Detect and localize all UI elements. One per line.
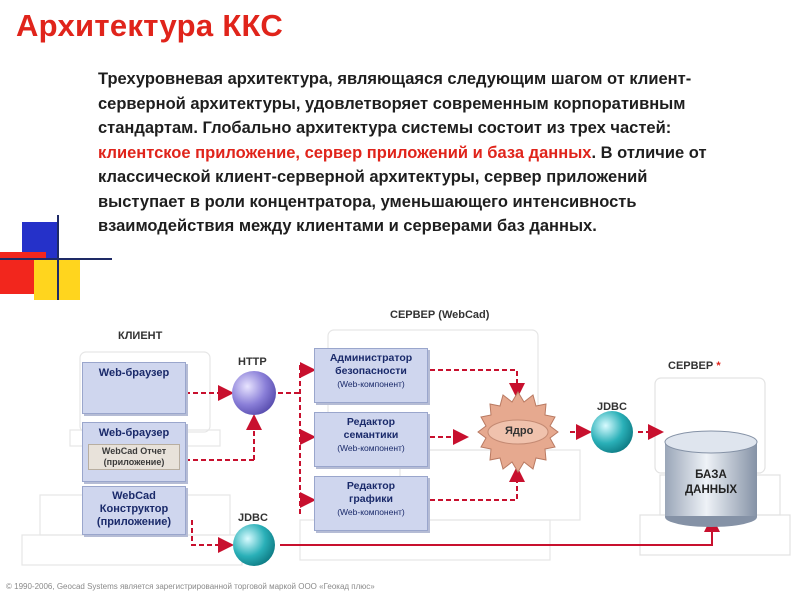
admin-line1: Администратор	[329, 352, 413, 364]
browser1-label: Web-браузер	[98, 367, 170, 379]
server-star: *	[716, 360, 721, 372]
jdbc-bottom-label: JDBC	[238, 512, 268, 524]
constructor-line1: WebCad	[112, 490, 156, 502]
arrow-graphics-core	[430, 466, 525, 501]
client-label: КЛИЕНТ	[118, 330, 163, 342]
jdbc-bottom-sphere-icon	[233, 524, 275, 566]
db-line2: ДАННЫХ	[684, 484, 738, 496]
server-label-text: СЕРВЕР	[668, 360, 714, 372]
core-gear-icon	[477, 391, 559, 473]
jdbc-right-sphere-icon	[591, 411, 633, 453]
graphics-box: Редактор графики (Web-компонент)	[314, 476, 428, 531]
server-webcad-label: СЕРВЕР (WebCad)	[390, 309, 490, 321]
arrow-jdbc-bottom-db	[280, 516, 720, 546]
page-title: Архитектура ККС	[16, 8, 284, 43]
semantic-box: Редактор семантики (Web-компонент)	[314, 412, 428, 467]
jdbc-right-label: JDBC	[597, 401, 627, 413]
arrow-admin-core	[430, 369, 525, 399]
semantic-line1: Редактор	[346, 416, 396, 428]
intro-highlight: клиентское приложение, сервер приложений…	[98, 143, 592, 162]
intro-text-2: . В отличие от классической клиент-серве…	[98, 143, 707, 236]
client-browser2-box: Web-браузер WebCad Отчет (приложение)	[82, 422, 186, 482]
core-label: Ядро	[505, 425, 534, 437]
semantic-sub: (Web-компонент)	[337, 443, 405, 453]
graphics-line2: графики	[349, 493, 393, 505]
admin-sub: (Web-компонент)	[337, 379, 405, 389]
decor-horizontal-line	[0, 258, 112, 260]
client-constructor-box: WebCad Конструктор (приложение)	[82, 486, 186, 535]
report-line1: WebCad Отчет	[101, 446, 167, 456]
graphics-sub: (Web-компонент)	[337, 507, 405, 517]
copyright-footer: © 1990-2006, Geocad Systems является зар…	[6, 582, 375, 591]
database-label: БАЗА ДАННЫХ	[665, 468, 757, 498]
graphics-line1: Редактор	[346, 480, 396, 492]
intro-text-1: Трехуровневая архитектура, являющаяся сл…	[98, 70, 692, 137]
db-line1: БАЗА	[695, 469, 727, 481]
admin-box: Администратор безопасности (Web-компонен…	[314, 348, 428, 403]
report-line2: (приложение)	[103, 457, 165, 467]
database-cylinder-icon	[664, 430, 758, 527]
client-browser1-box: Web-браузер	[82, 362, 186, 414]
report-subbox: WebCad Отчет (приложение)	[88, 444, 180, 470]
browser2-label: Web-браузер	[98, 427, 170, 439]
intro-paragraph: Трехуровневая архитектура, являющаяся сл…	[98, 67, 738, 239]
server-label: СЕРВЕР *	[668, 360, 721, 372]
admin-line2: безопасности	[335, 365, 407, 377]
constructor-line2: Конструктор	[99, 503, 169, 515]
arrow-constructor-jdbc	[191, 520, 234, 553]
http-label: HTTP	[238, 356, 267, 368]
decor-vertical-line	[57, 215, 59, 300]
constructor-line3: (приложение)	[96, 516, 172, 528]
semantic-line2: семантики	[343, 429, 399, 441]
http-sphere-icon	[232, 371, 276, 415]
